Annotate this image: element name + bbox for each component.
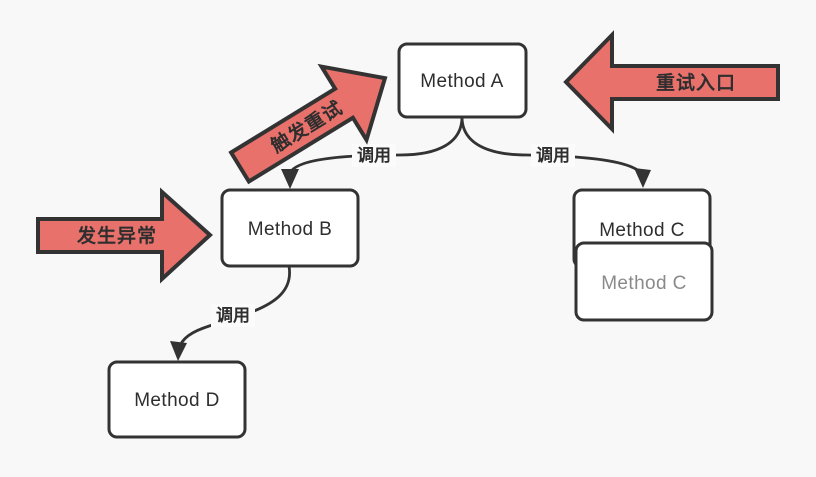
method-c-front-label: Method C <box>601 273 687 294</box>
node-method-a[interactable]: Method A <box>397 42 528 119</box>
retry-entry-label: 重试入口 <box>656 72 736 94</box>
method-c-back-label: Method C <box>599 220 685 241</box>
edge-a-to-b-path <box>288 115 464 175</box>
method-d-box <box>107 360 247 439</box>
edge-a-to-c <box>460 115 651 188</box>
edge-label-text: 调用 <box>357 146 391 165</box>
method-b-box <box>220 188 360 268</box>
annotation-exception-occurs[interactable]: 发生异常 <box>36 187 213 284</box>
edge-label-backdrop <box>352 144 396 167</box>
retry-entry-arrow-shape <box>563 30 780 134</box>
edge-a-to-b <box>281 115 464 189</box>
edge-label-backdrop <box>211 304 255 327</box>
node-method-d[interactable]: Method D <box>107 360 247 439</box>
method-a-label: Method A <box>420 71 503 92</box>
exception-label: 发生异常 <box>76 224 157 247</box>
annotation-retry-entry[interactable]: 重试入口 <box>563 30 780 134</box>
arrowhead-into-method-b <box>281 169 299 189</box>
node-method-b[interactable]: Method B <box>220 188 360 268</box>
annotation-trigger-retry[interactable]: 触发重试 <box>218 42 408 204</box>
method-d-label: Method D <box>134 390 220 411</box>
method-c-front-box <box>574 241 714 322</box>
edge-a-to-c-path <box>460 115 644 176</box>
method-b-label: Method B <box>248 219 333 240</box>
arrowhead-into-method-c <box>634 168 651 188</box>
edge-label-text: 调用 <box>536 146 570 165</box>
arrowhead-into-method-d <box>170 341 187 361</box>
trigger-retry-arrow-shape <box>228 63 388 185</box>
exception-arrow-shape <box>36 187 213 284</box>
node-method-c-front[interactable]: Method C <box>574 241 714 322</box>
edge-label-text: 调用 <box>216 306 250 325</box>
edge-label-a-to-b: 调用 <box>352 144 396 167</box>
edge-label-b-to-d: 调用 <box>211 304 255 327</box>
edge-label-a-to-c: 调用 <box>531 144 575 167</box>
edge-label-backdrop <box>531 144 575 167</box>
method-a-box <box>397 42 528 119</box>
